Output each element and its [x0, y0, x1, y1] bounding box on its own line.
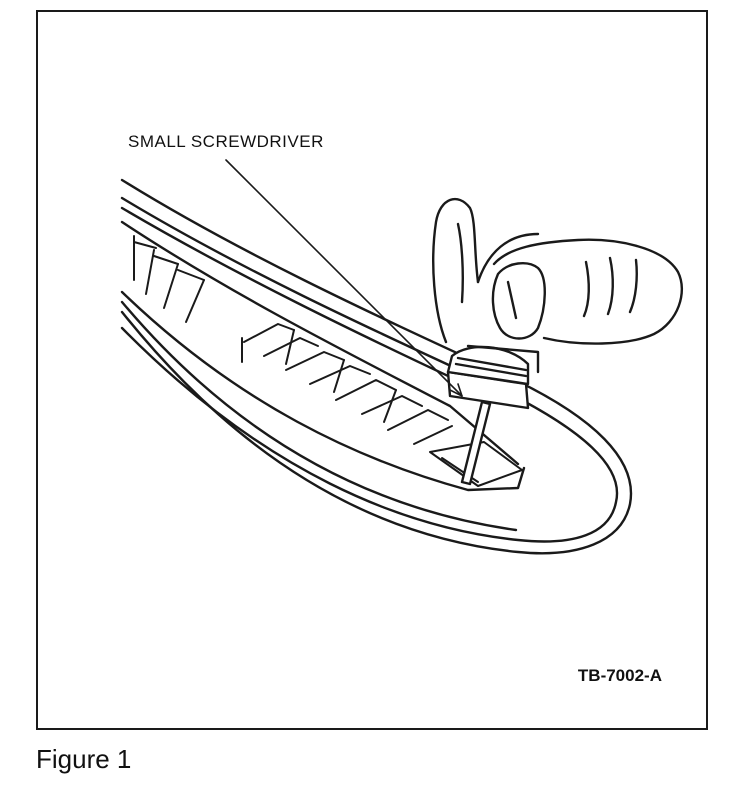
- figure-caption: Figure 1: [36, 744, 132, 774]
- screwdriver: [446, 344, 540, 486]
- grille-illustration: [120, 159, 683, 555]
- hand: [432, 197, 683, 345]
- reference-code: TB-7002-A: [577, 666, 662, 685]
- grille-bezel: [120, 178, 633, 555]
- callout-leader: [225, 159, 463, 397]
- callout-label: SMALL SCREWDRIVER: [128, 132, 324, 151]
- louver-fins: [133, 235, 453, 445]
- grille-opening: [120, 220, 526, 492]
- figure-frame: SMALL SCREWDRIVER TB-7002-A: [36, 10, 708, 730]
